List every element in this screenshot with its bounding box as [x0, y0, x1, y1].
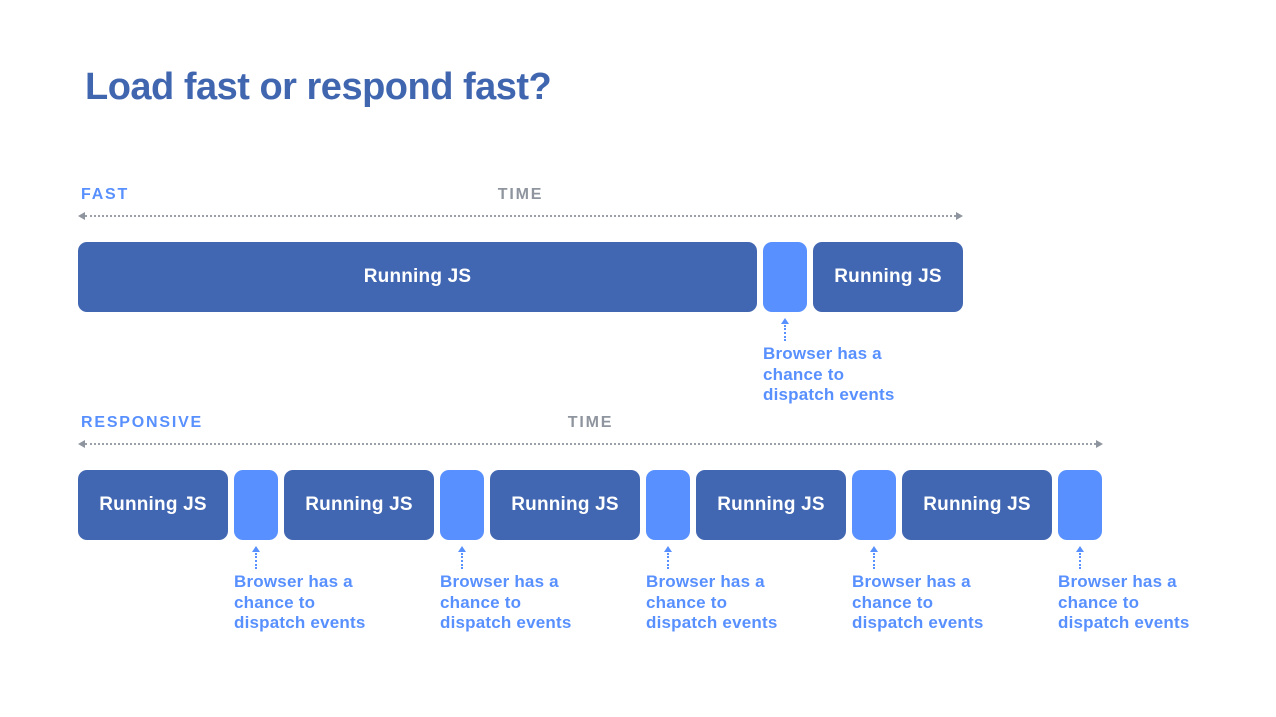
annotation-text: Browser has a chance to dispatch events — [852, 572, 984, 632]
fast-timeline-annotations: Browser has a chance to dispatch events — [78, 318, 963, 406]
event-gap-annotation: Browser has a chance to dispatch events — [646, 546, 852, 634]
page-title: Load fast or respond fast? — [85, 66, 552, 108]
event-gap-annotation: Browser has a chance to dispatch events — [763, 318, 969, 406]
arrow-left-icon — [78, 440, 85, 448]
annotation-text: Browser has a chance to dispatch events — [1058, 572, 1190, 632]
event-gap-annotation: Browser has a chance to dispatch events — [234, 546, 440, 634]
responsive-time-axis-label: TIME — [567, 414, 614, 431]
fast-time-axis — [78, 212, 963, 220]
fast-timeline-bars: Running JS Running JS — [78, 242, 963, 312]
event-gap-annotation: Browser has a chance to dispatch events — [852, 546, 1058, 634]
up-arrow-icon — [1058, 546, 1102, 569]
running-js-bar: Running JS — [696, 470, 846, 540]
up-arrow-head — [1076, 546, 1084, 552]
up-arrow-head — [252, 546, 260, 552]
annotation-spacer — [78, 318, 763, 406]
up-arrow-stem — [784, 325, 786, 341]
annotation-text: Browser has a chance to dispatch events — [763, 344, 895, 404]
up-arrow-head — [870, 546, 878, 552]
event-gap-annotation: Browser has a chance to dispatch events — [440, 546, 646, 634]
arrow-right-icon — [956, 212, 963, 220]
dotted-axis-line — [85, 215, 956, 217]
running-js-bar: Running JS — [902, 470, 1052, 540]
up-arrow-stem — [667, 553, 669, 569]
dotted-axis-line — [85, 443, 1096, 445]
annotation-spacer — [78, 546, 234, 634]
up-arrow-stem — [873, 553, 875, 569]
arrow-left-icon — [78, 212, 85, 220]
event-gap-block — [763, 242, 807, 312]
arrow-right-icon — [1096, 440, 1103, 448]
event-gap-annotation: Browser has a chance to dispatch events — [1058, 546, 1264, 634]
fast-timeline-label: FAST — [81, 186, 130, 203]
running-js-bar: Running JS — [284, 470, 434, 540]
running-js-bar: Running JS — [78, 470, 228, 540]
running-js-bar: Running JS — [813, 242, 963, 312]
fast-timeline: FAST TIME Running JS Running JS Browser … — [78, 186, 963, 406]
up-arrow-stem — [255, 553, 257, 569]
running-js-bar: Running JS — [490, 470, 640, 540]
annotation-text: Browser has a chance to dispatch events — [234, 572, 366, 632]
up-arrow-icon — [646, 546, 690, 569]
responsive-timeline-header: RESPONSIVE TIME — [78, 414, 1103, 435]
up-arrow-head — [664, 546, 672, 552]
up-arrow-stem — [461, 553, 463, 569]
up-arrow-head — [781, 318, 789, 324]
running-js-bar: Running JS — [78, 242, 757, 312]
event-gap-block — [440, 470, 484, 540]
up-arrow-icon — [234, 546, 278, 569]
responsive-timeline: RESPONSIVE TIME Running JS Running JS Ru… — [78, 414, 1189, 634]
event-gap-block — [234, 470, 278, 540]
responsive-time-axis — [78, 440, 1103, 448]
annotation-text: Browser has a chance to dispatch events — [440, 572, 572, 632]
event-gap-block — [646, 470, 690, 540]
fast-timeline-header: FAST TIME — [78, 186, 963, 207]
up-arrow-icon — [763, 318, 807, 341]
event-gap-block — [852, 470, 896, 540]
up-arrow-icon — [852, 546, 896, 569]
up-arrow-head — [458, 546, 466, 552]
responsive-timeline-bars: Running JS Running JS Running JS Running… — [78, 470, 1103, 540]
annotation-text: Browser has a chance to dispatch events — [646, 572, 778, 632]
responsive-timeline-label: RESPONSIVE — [81, 414, 204, 431]
up-arrow-icon — [440, 546, 484, 569]
responsive-timeline-annotations: Browser has a chance to dispatch events … — [78, 546, 1189, 634]
fast-time-axis-label: TIME — [497, 186, 544, 203]
event-gap-block — [1058, 470, 1102, 540]
up-arrow-stem — [1079, 553, 1081, 569]
